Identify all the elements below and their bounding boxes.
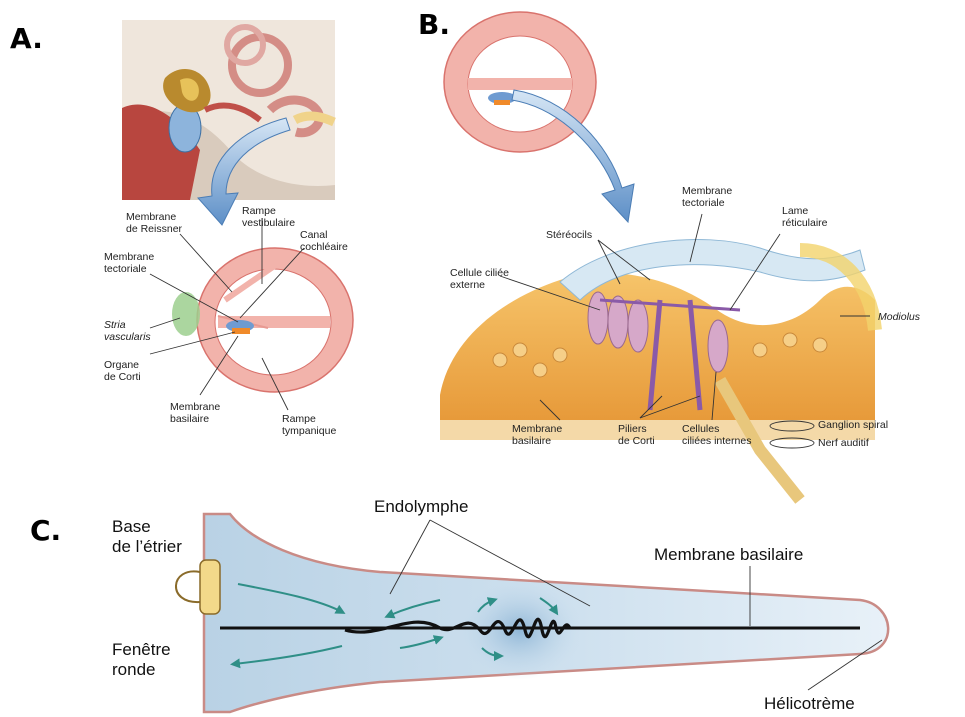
label-modiolus: Modiolus <box>878 311 921 323</box>
label-canal-cochleaire: Canal cochléaire <box>300 229 348 253</box>
label-fenetre-ronde: Fenêtre ronde <box>112 640 175 679</box>
panel-c-letter: C. <box>30 514 61 547</box>
panel-a: A. <box>10 20 353 437</box>
label-ganglion-spiral: Ganglion spiral <box>818 419 888 431</box>
label-rampe-vestibulaire: Rampe vestibulaire <box>242 205 295 229</box>
stapes-arch <box>176 571 200 602</box>
label-lame-reticulaire: Lame réticulaire <box>782 205 828 229</box>
cochlea-cross-section-a <box>172 248 353 392</box>
label-nerf-auditif: Nerf auditif <box>818 437 869 449</box>
label-membrane-tectoriale-a: Membrane tectoriale <box>104 251 157 275</box>
uncoiled-cochlea <box>176 514 888 712</box>
label-base-etrier: Base de l’étrier <box>112 517 182 556</box>
label-membrane-tectoriale-b: Membrane tectoriale <box>682 185 735 209</box>
label-piliers-corti: Piliers de Corti <box>618 423 655 447</box>
label-membrane-basilaire-c: Membrane basilaire <box>654 545 803 564</box>
panel-c: C. Base de <box>30 497 888 713</box>
label-cellule-ciliee-externe: Cellule ciliée externe <box>450 267 512 291</box>
panel-a-letter: A. <box>10 22 43 55</box>
label-stereocils: Stéréocils <box>546 229 592 241</box>
label-organe-corti: Organe de Corti <box>104 359 142 383</box>
panel-b: B. <box>418 8 921 500</box>
stapes-footplate <box>200 560 220 614</box>
label-helicotreme: Hélicotrème <box>764 694 855 713</box>
label-endolymphe: Endolymphe <box>374 497 469 516</box>
panel-b-letter: B. <box>418 8 450 41</box>
label-membrane-basilaire-a: Membrane basilaire <box>170 401 223 425</box>
label-rampe-tympanique: Rampe tympanique <box>282 413 336 437</box>
label-stria-vascularis: Stria vascularis <box>104 319 151 343</box>
label-membrane-reissner-a: Membrane de Reissner <box>126 211 183 235</box>
